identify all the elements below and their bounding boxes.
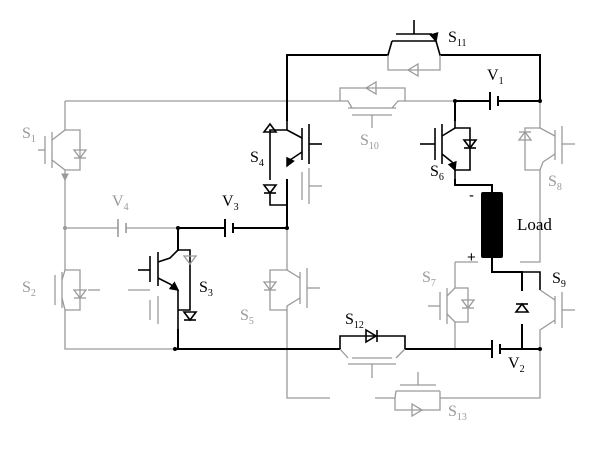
- v4-sub: 4: [124, 202, 129, 213]
- s10-label: S: [360, 132, 369, 149]
- s5-label: S: [240, 307, 249, 324]
- svg-text:S5: S5: [240, 307, 254, 327]
- switch-s13: [394, 372, 441, 418]
- switch-s3: [138, 249, 198, 330]
- load-resistor: [481, 192, 503, 258]
- s13-sub: 13: [457, 412, 467, 423]
- s8-label: S: [548, 173, 557, 190]
- voltage-source-v1: V1: [487, 67, 504, 110]
- s12-sub: 12: [354, 320, 364, 331]
- s2-sub: 2: [31, 288, 36, 299]
- svg-text:S12: S12: [345, 311, 364, 331]
- svg-text:S10: S10: [360, 132, 379, 152]
- s3-label: S: [199, 279, 208, 296]
- svg-text:S7: S7: [422, 269, 436, 289]
- v1-sub: 1: [499, 76, 504, 87]
- svg-text:V4: V4: [112, 193, 129, 213]
- load: - + Load: [467, 187, 552, 266]
- s11-sub: 11: [457, 38, 467, 49]
- s7-sub: 7: [431, 278, 436, 289]
- s10-sub: 10: [369, 141, 379, 152]
- switch-s7: [428, 280, 476, 330]
- switch-s1: [38, 120, 88, 182]
- s11-label: S: [448, 29, 457, 46]
- voltage-source-v2: V2: [491, 340, 525, 375]
- v4-label: V: [112, 193, 124, 210]
- voltage-source-v4: V4: [112, 193, 129, 237]
- s6-sub: 6: [439, 172, 444, 183]
- load-plus-sign: +: [467, 249, 476, 266]
- s13-label: S: [448, 403, 457, 420]
- switch-s8: [517, 120, 575, 180]
- switch-s4-inactive-half: [301, 168, 322, 204]
- switch-s11: [387, 20, 441, 56]
- s9-sub: 9: [561, 279, 566, 290]
- s3-sub: 3: [208, 288, 213, 299]
- s4-sub: 4: [259, 158, 264, 169]
- s1-label: S: [22, 125, 31, 142]
- svg-text:V1: V1: [487, 67, 504, 87]
- switch-s12: [339, 328, 406, 349]
- s6-label: S: [430, 163, 439, 180]
- junction-dots: [63, 99, 542, 351]
- svg-text:S3: S3: [199, 279, 213, 299]
- svg-text:V3: V3: [222, 193, 239, 213]
- svg-text:S8: S8: [548, 173, 562, 193]
- switch-s6: [420, 120, 478, 180]
- svg-text:S2: S2: [22, 279, 36, 299]
- svg-text:S11: S11: [448, 29, 467, 49]
- svg-text:S1: S1: [22, 125, 36, 145]
- active-wiring: [174, 54, 541, 350]
- switch-s10: [339, 80, 406, 128]
- switch-s9: [514, 271, 541, 313]
- switch-s12-inactive-half: [339, 348, 406, 378]
- voltage-source-v3: V3: [222, 193, 239, 237]
- v2-label: V: [508, 355, 520, 372]
- svg-text:S9: S9: [552, 270, 566, 290]
- switch-s4: [262, 120, 322, 206]
- v3-label: V: [222, 193, 234, 210]
- s2-label: S: [22, 279, 31, 296]
- v2-sub: 2: [520, 364, 525, 375]
- switch-s3-inactive-half: [128, 255, 198, 324]
- switch-s2: [54, 262, 100, 318]
- load-minus-sign: -: [469, 187, 474, 204]
- svg-text:S4: S4: [250, 149, 264, 169]
- switch-s11-inactive-half: [387, 55, 441, 78]
- svg-text:V2: V2: [508, 355, 525, 375]
- switch-s9-inactive-half: [539, 289, 575, 349]
- s9-label: S: [552, 270, 561, 287]
- load-label: Load: [517, 215, 552, 234]
- svg-text:S13: S13: [448, 403, 467, 423]
- s1-sub: 1: [31, 134, 36, 145]
- v3-sub: 3: [234, 202, 239, 213]
- svg-text:S6: S6: [430, 163, 444, 183]
- s7-label: S: [422, 269, 431, 286]
- s12-label: S: [345, 311, 354, 328]
- inactive-wiring: [64, 100, 541, 399]
- v1-label: V: [487, 67, 499, 84]
- s5-sub: 5: [249, 316, 254, 327]
- switch-s5: [262, 262, 320, 318]
- s4-label: S: [250, 149, 259, 166]
- s8-sub: 8: [557, 182, 562, 193]
